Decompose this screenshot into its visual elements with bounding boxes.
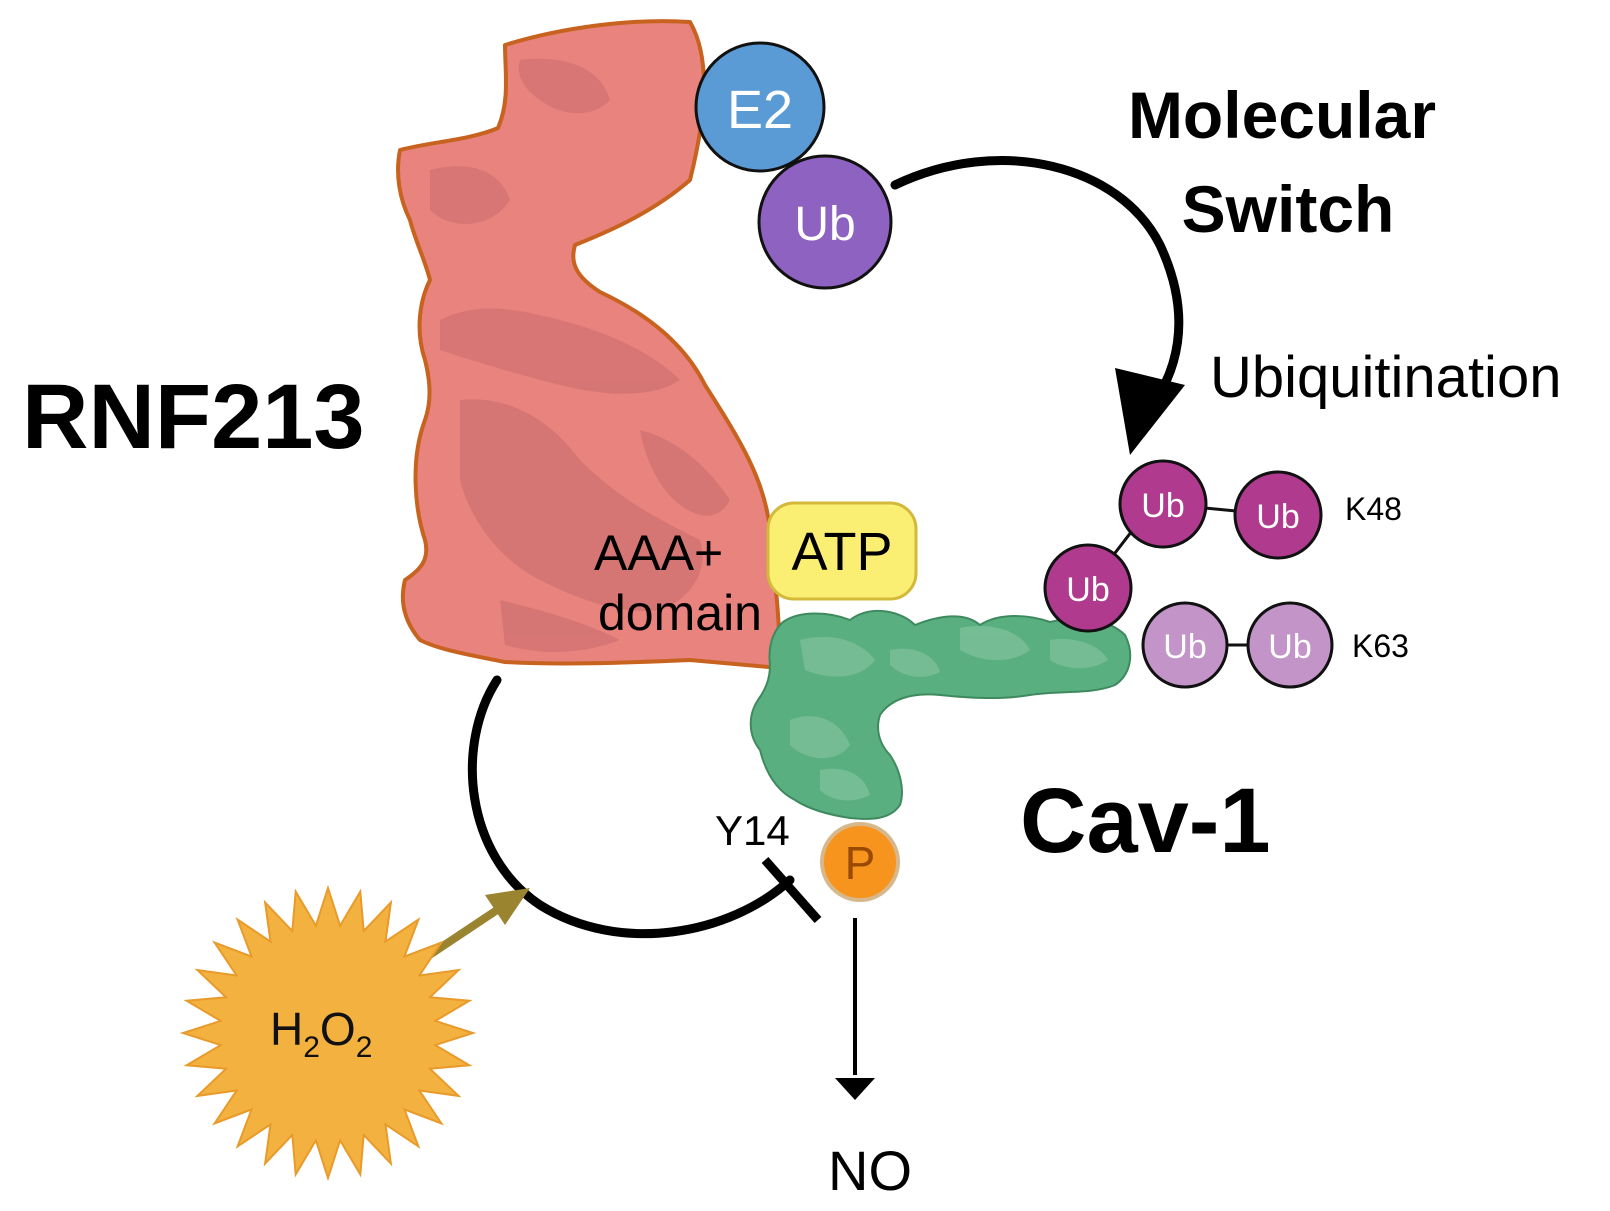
ub-k63-1: Ub [1141,601,1229,689]
k63-label: K63 [1352,628,1409,664]
rnf213-label: RNF213 [22,366,365,468]
no-label: NO [828,1139,912,1202]
ub-k63-2: Ub [1246,601,1334,689]
molecular-switch-line1: Molecular [1128,78,1436,152]
h2o2-arrowhead [485,888,530,925]
cav1-label: Cav-1 [1020,770,1271,872]
aaa-label: AAA+ [594,525,723,581]
ub-on-e2-label: Ub [794,198,855,251]
phospho-circle: P [820,822,900,902]
feedback-loop-line [467,675,795,939]
h2o2-starburst [179,884,477,1182]
domain-label: domain [598,585,762,641]
no-arrowhead [835,1078,875,1100]
svg-text:Ub: Ub [1268,628,1311,666]
rnf213-protein [396,19,782,670]
y14-label: Y14 [715,807,790,854]
atp-badge: ATP [766,501,918,601]
k63-chain: Ub Ub K63 [1141,601,1409,689]
svg-text:Ub: Ub [1066,571,1109,609]
k48-label: K48 [1345,491,1402,527]
ub-on-e2: Ub [757,154,893,290]
ubiquitination-arrowhead [1115,368,1185,455]
ubiquitination-label: Ubiquitination [1210,345,1561,410]
ub-k48-3: Ub [1233,470,1323,560]
k48-chain: Ub Ub Ub K48 [1043,459,1402,633]
h2o2-label: H2O2 [270,1003,372,1064]
ub-k48-2: Ub [1118,459,1208,549]
svg-text:Ub: Ub [1141,487,1184,525]
cav1-protein [749,609,1132,820]
e2-circle: E2 [694,41,826,173]
phospho-label: P [845,837,876,889]
atp-label: ATP [791,522,892,582]
svg-text:Ub: Ub [1256,498,1299,536]
molecular-switch-line2: Switch [1182,172,1395,246]
inhibition-bar [761,857,822,923]
svg-text:Ub: Ub [1163,628,1206,666]
e2-label: E2 [727,80,793,140]
ub-k48-1: Ub [1043,543,1133,633]
ubiquitination-arrow [890,156,1184,413]
